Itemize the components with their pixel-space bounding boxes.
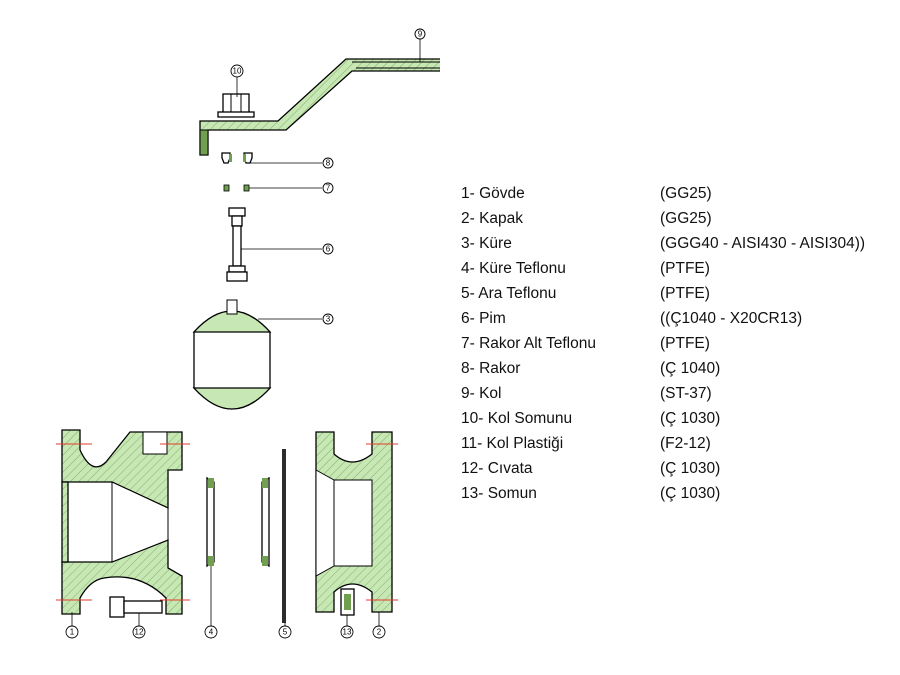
svg-text:5: 5 bbox=[283, 628, 288, 637]
svg-text:8: 8 bbox=[326, 159, 331, 168]
parts-list-item: 3- Küre (GGG40 - AISI430 - AISI304)) bbox=[461, 231, 891, 256]
svg-text:10: 10 bbox=[233, 67, 242, 76]
callout-2: 2 bbox=[372, 625, 386, 639]
part-name: 2- Kapak bbox=[461, 209, 524, 227]
callout-13: 13 bbox=[340, 625, 354, 639]
parts-list-item: 12- Cıvata (Ç 1030) bbox=[461, 456, 891, 481]
part-material: (GG25) bbox=[660, 209, 712, 227]
callout-10: 10 bbox=[230, 64, 244, 78]
callout-9: 9 bbox=[414, 28, 426, 40]
part-name: 3- Küre bbox=[461, 234, 512, 252]
part-name: 5- Ara Teflonu bbox=[461, 284, 557, 302]
part-material: (Ç 1030) bbox=[660, 459, 721, 477]
part-material: (Ç 1040) bbox=[660, 359, 721, 377]
stem-pin bbox=[226, 207, 248, 282]
valve-body bbox=[56, 429, 190, 615]
part-material: (ST-37) bbox=[660, 384, 712, 402]
parts-list-item: 6- Pim ((Ç1040 - X20CR13) bbox=[461, 306, 891, 331]
parts-list-item: 4- Küre Teflonu (PTFE) bbox=[461, 256, 891, 281]
part-material: (Ç 1030) bbox=[660, 484, 721, 502]
part-name: 1- Gövde bbox=[461, 184, 525, 202]
part-material: (PTFE) bbox=[660, 259, 710, 277]
parts-list-item: 1- Gövde (GG25) bbox=[461, 181, 891, 206]
callout-5: 5 bbox=[278, 625, 292, 639]
parts-list-item: 2- Kapak (GG25) bbox=[461, 206, 891, 231]
part-name: 7- Rakor Alt Teflonu bbox=[461, 334, 596, 352]
svg-text:1: 1 bbox=[70, 628, 75, 637]
bolt bbox=[109, 596, 163, 618]
part-material: (GG25) bbox=[660, 184, 712, 202]
part-material: (GGG40 - AISI430 - AISI304)) bbox=[660, 234, 866, 252]
callout-1: 1 bbox=[65, 625, 79, 639]
part-name: 12- Cıvata bbox=[461, 459, 533, 477]
part-name: 4- Küre Teflonu bbox=[461, 259, 566, 277]
handle-end-block bbox=[199, 129, 209, 156]
svg-text:4: 4 bbox=[209, 628, 214, 637]
parts-list-item: 5- Ara Teflonu (PTFE) bbox=[461, 281, 891, 306]
svg-text:12: 12 bbox=[135, 628, 144, 637]
part-material: (F2-12) bbox=[660, 434, 711, 452]
svg-text:7: 7 bbox=[326, 184, 331, 193]
part-name: 8- Rakor bbox=[461, 359, 521, 377]
ball-teflon-seat bbox=[206, 476, 215, 568]
callout-6: 6 bbox=[322, 243, 334, 255]
callout-4: 4 bbox=[204, 625, 218, 639]
parts-list-item: 9- Kol (ST-37) bbox=[461, 381, 891, 406]
coupling-parts bbox=[221, 152, 253, 164]
gasket bbox=[282, 449, 286, 623]
svg-text:2: 2 bbox=[377, 628, 382, 637]
svg-text:3: 3 bbox=[326, 315, 331, 324]
part-material: (PTFE) bbox=[660, 334, 710, 352]
svg-text:13: 13 bbox=[343, 628, 352, 637]
ball bbox=[192, 299, 272, 410]
callout-7: 7 bbox=[322, 182, 334, 194]
part-name: 10- Kol Somunu bbox=[461, 409, 573, 427]
part-material: (Ç 1030) bbox=[660, 409, 721, 427]
parts-list-item: 13- Somun (Ç 1030) bbox=[461, 481, 891, 506]
parts-list-item: 10- Kol Somunu (Ç 1030) bbox=[461, 406, 891, 431]
parts-list-item: 7- Rakor Alt Teflonu (PTFE) bbox=[461, 331, 891, 356]
callout-8: 8 bbox=[322, 157, 334, 169]
callout-leaders bbox=[71, 39, 421, 626]
handle-nut bbox=[217, 93, 255, 118]
part-name: 13- Somun bbox=[461, 484, 537, 502]
part-material: (PTFE) bbox=[660, 284, 710, 302]
callout-3: 3 bbox=[322, 313, 334, 325]
part-name: 6- Pim bbox=[461, 309, 506, 327]
part-name: 11- Kol Plastiği bbox=[461, 434, 564, 452]
exploded-valve-drawing: 9 11 10 8 7 6 3 1 12 4 5 13 2 bbox=[56, 28, 440, 639]
coupling-teflon bbox=[223, 184, 250, 192]
callout-12: 12 bbox=[132, 625, 146, 639]
parts-list: 1- Gövde (GG25) 2- Kapak (GG25) 3- Küre (GGG4… bbox=[461, 181, 891, 506]
part-material: ((Ç1040 - X20CR13) bbox=[660, 309, 803, 327]
nut bbox=[340, 588, 355, 616]
parts-list-item: 8- Rakor (Ç 1040) bbox=[461, 356, 891, 381]
svg-text:9: 9 bbox=[418, 30, 423, 39]
valve-cover bbox=[315, 431, 398, 613]
ball-teflon-seat-2 bbox=[261, 476, 270, 568]
parts-list-item: 11- Kol Plastiği (F2-12) bbox=[461, 431, 891, 456]
part-name: 9- Kol bbox=[461, 384, 502, 402]
svg-text:6: 6 bbox=[326, 245, 331, 254]
